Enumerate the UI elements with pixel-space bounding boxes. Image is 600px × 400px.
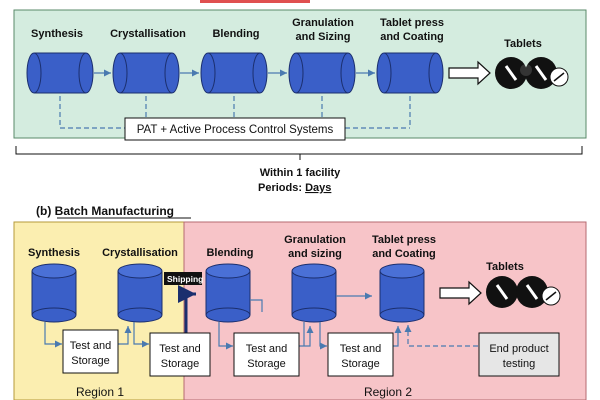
- step-label: Tablet press: [380, 17, 444, 29]
- step-label: Crystallisation: [102, 247, 178, 259]
- tablet-press-tank: [379, 263, 425, 323]
- step-label: Tablet press: [372, 234, 436, 246]
- step-label-line2: and Coating: [380, 31, 444, 43]
- step-label-line2: and Coating: [372, 248, 436, 260]
- step-label: Granulation: [292, 17, 354, 29]
- svg-text:Storage: Storage: [71, 355, 110, 367]
- region2-label: Region 2: [364, 385, 412, 399]
- tablets-icon: [495, 57, 569, 89]
- step-label-line2: and sizing: [288, 248, 342, 260]
- svg-text:End product: End product: [489, 343, 548, 355]
- svg-text:Storage: Storage: [247, 358, 286, 370]
- svg-text:Storage: Storage: [161, 358, 200, 370]
- svg-text:Test and: Test and: [340, 343, 382, 355]
- step-label: Synthesis: [31, 28, 83, 40]
- shipping-tag: [164, 272, 202, 285]
- svg-text:testing: testing: [503, 358, 535, 370]
- synthesis-vessel: [26, 52, 94, 94]
- svg-text:Storage: Storage: [341, 358, 380, 370]
- period-label: Periods: Days: [258, 182, 331, 194]
- shipping-label: Shipping: [167, 274, 203, 284]
- cropped-title-mark: [200, 0, 310, 3]
- region1-label: Region 1: [76, 385, 124, 399]
- step-label: Blending: [212, 28, 259, 40]
- svg-text:Test and: Test and: [70, 340, 112, 352]
- facility-label: Within 1 facility: [260, 167, 341, 179]
- step-label: Granulation: [284, 234, 346, 246]
- granulation-vessel: [288, 52, 356, 94]
- shipping-arrow: [178, 285, 196, 338]
- period-value: Days: [305, 182, 331, 194]
- batch-flow-lines: [44, 292, 402, 350]
- tablets-label: Tablets: [504, 38, 542, 50]
- control-system-label: PAT + Active Process Control Systems: [137, 124, 334, 136]
- granulation-tank: [291, 263, 337, 323]
- continuous-panel: Synthesis Crystallisation Blending Granu…: [13, 0, 587, 141]
- blending-tank: [205, 263, 251, 323]
- step-label: Blending: [206, 247, 253, 259]
- timeline-bracket: [15, 146, 583, 160]
- batch-title: (b) Batch Manufacturing: [36, 204, 174, 218]
- test-storage-box: Test and Storage: [149, 332, 211, 377]
- continuous-cylinders: [26, 52, 444, 94]
- output-arrow: [448, 60, 491, 86]
- end-product-testing-box: End product testing: [478, 332, 560, 377]
- tablet-press-vessel: [376, 52, 444, 94]
- batch-vessels: [31, 263, 425, 323]
- step-label-line2: and Sizing: [296, 31, 351, 43]
- tablets-label: Tablets: [486, 261, 524, 273]
- step-label: Crystallisation: [110, 28, 186, 40]
- test-storage-box: Test and Storage: [327, 332, 394, 377]
- test-storage-box: Test and Storage: [62, 329, 119, 374]
- tablets-icon: [486, 276, 561, 308]
- control-system-box: [124, 117, 346, 141]
- svg-text:Test and: Test and: [159, 343, 201, 355]
- test-storage-box: Test and Storage: [233, 332, 300, 377]
- continuous-step-labels: Synthesis Crystallisation Blending Granu…: [31, 17, 542, 50]
- blending-vessel: [200, 52, 268, 94]
- end-test-dashed-link: [404, 325, 478, 347]
- crystallisation-tank: [117, 263, 163, 323]
- output-arrow: [439, 280, 482, 306]
- svg-text:Test and: Test and: [246, 343, 288, 355]
- crystallisation-vessel: [112, 52, 180, 94]
- synthesis-tank: [31, 263, 77, 323]
- step-label: Synthesis: [28, 247, 80, 259]
- batch-panel: Synthesis Crystallisation Blending Granu…: [13, 221, 587, 400]
